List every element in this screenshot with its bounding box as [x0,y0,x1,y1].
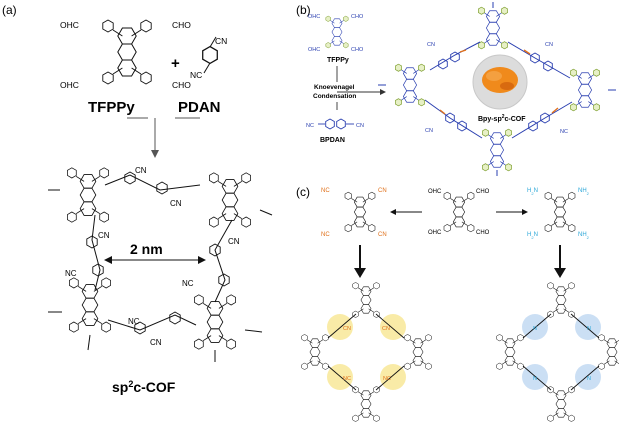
pdan-cn-top: CN [215,36,227,46]
b-bpdan-label: BPDAN [320,137,345,144]
c-center-monomer [444,192,474,232]
cof-cn-5: CN [150,338,162,347]
c-nc-1: NC [321,188,330,194]
b-reaction-arrowhead [380,89,386,95]
b-cof-nc-1: NC [560,129,568,135]
monomer2-label: PDAN [178,99,221,116]
c-down-arrowhead-right [554,268,566,278]
b-nc-label: NC [306,123,314,129]
c-cof-lattice-cn [302,282,432,421]
c-nc-2: NC [321,232,330,238]
cof-cn-2: CN [170,199,182,208]
c-h2n-1: H2N [527,188,538,196]
cof-powder-photo [472,54,528,110]
panel-b: (b) OHC CHO OHC CHO TFPPy Knoevenagel Co… [296,2,616,176]
b-cho-2: CHO [351,14,364,20]
b-cn-label: CN [356,123,364,129]
c-lattice-n-4: N [587,376,591,382]
c-lattice-nc-1: NC [343,376,351,382]
c-lattice-cn-2: CN [382,326,390,332]
c-cn-2: CN [378,232,387,238]
tfppy-cho-bottomright: CHO [172,80,191,90]
c-lattice-n-3: N [533,376,537,382]
tfppy-cho-topleft: OHC [60,20,79,30]
cof-nc-3: NC [128,317,140,326]
bpdan-structure [318,118,354,130]
panel-c-label: (c) [296,185,310,199]
panel-c: (c) OHC CHO OHC CHO NC CN NC CN H2N NH2 … [296,185,619,422]
panel-a-label: (a) [2,3,17,17]
tfppy-monomer-structure [103,20,151,84]
bpy-cof-network [378,2,616,176]
panel-b-label: (b) [296,3,311,17]
sp2c-cof-network [48,168,273,362]
cof-cn-4: CN [228,237,240,246]
b-product-label: Bpy-sp2c-COF [478,114,526,123]
panel-a: (a) OHC CHO OHC CHO + CN NC TFPPy PDAN [2,3,273,395]
c-lattice-n-2: N [587,326,591,332]
c-lattice-nc-2: NC [383,376,391,382]
monomer1-label: TFPPy [88,99,135,116]
pore-arrowhead-left [104,256,112,264]
c-h2n-2: H2N [527,232,538,240]
c-amine-monomer [545,192,575,232]
b-cof-cn-1: CN [427,42,435,48]
tfppy-small-structure [326,16,348,48]
c-cof-lattice-imine [497,282,619,421]
c-nh2-1: NH2 [578,188,590,196]
b-cho-4: CHO [351,47,364,53]
c-cn-1: CN [378,188,387,194]
b-cho-1: OHC [308,14,320,20]
plus-sign: + [171,55,180,72]
reaction-arrowhead [151,150,159,158]
b-reaction-line1: Knoevenagel [314,84,355,91]
c-nh2-2: NH2 [578,232,590,240]
cof-nc-2: NC [182,279,194,288]
c-lattice-n-1: N [533,326,537,332]
pdan-monomer-structure [202,36,218,74]
pdan-nc-bottom: NC [190,70,202,80]
tfppy-cho-topright: CHO [172,20,191,30]
pore-arrowhead-right [198,256,206,264]
c-cho-3: OHC [428,230,442,236]
c-arrowhead-left [390,209,396,215]
b-tfppy-label: TFPPy [327,57,349,64]
b-reaction-line2: Condensation [313,93,356,100]
product-label: sp2c-COF [112,379,176,395]
c-cho-2: CHO [476,189,490,195]
b-cof-cn-2: CN [545,42,553,48]
b-cho-3: OHC [308,47,320,53]
tfppy-cho-bottomleft: OHC [60,80,79,90]
b-cof-cn-3: CN [425,128,433,134]
c-cn-monomer [345,192,375,232]
cof-cn-1: CN [135,166,147,175]
c-cho-1: OHC [428,189,442,195]
pore-size-label: 2 nm [130,241,163,257]
cof-cn-3: CN [98,231,110,240]
c-down-arrowhead-left [354,268,366,278]
c-lattice-cn-1: CN [343,326,351,332]
cof-nc-1: NC [65,269,77,278]
c-arrowhead-right [522,209,528,215]
c-cho-4: CHO [476,230,490,236]
